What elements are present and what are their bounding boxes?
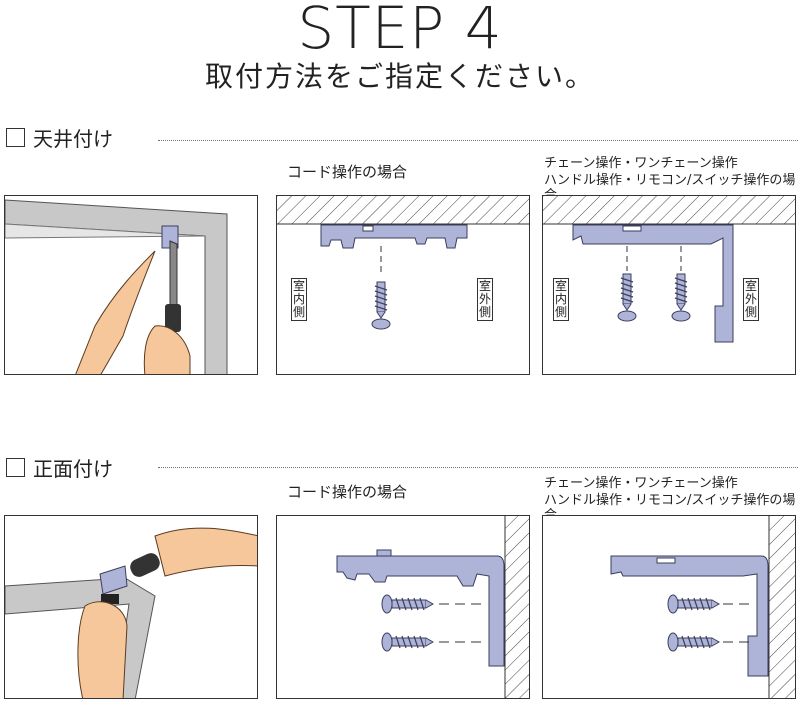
caption-cord-operation: コード操作の場合 [287,163,408,181]
caption-cord-operation: コード操作の場合 [287,483,408,501]
section-divider [158,467,798,468]
page-title: STEP 4 [297,0,503,62]
caption-chain-operation-line1: チェーン操作・ワンチェーン操作 [544,156,738,171]
front-cord-diagram [276,515,530,699]
outdoor-label: 室外側 [477,278,493,321]
ceiling-chain-diagram: 室内側 室外側 [542,195,796,375]
ceiling-cord-diagram: 室内側 室外側 [276,195,530,375]
ceiling-mount-checkbox[interactable] [6,128,25,147]
section-divider [158,140,798,141]
caption-chain-operation-line1: チェーン操作・ワンチェーン操作 [544,476,738,491]
front-mount-illustration [4,515,258,699]
option-front-mount[interactable]: 正面付け [6,453,113,482]
page-subtitle: 取付方法をご指定ください。 [204,60,595,93]
front-chain-diagram [542,515,796,699]
ceiling-mount-label: 天井付け [33,127,113,151]
ceiling-mount-illustration [4,195,258,375]
front-mount-label: 正面付け [33,457,113,481]
option-ceiling-mount[interactable]: 天井付け [6,123,113,152]
outdoor-label: 室外側 [743,278,759,321]
front-mount-checkbox[interactable] [6,458,25,477]
indoor-label: 室内側 [553,278,569,321]
indoor-label: 室内側 [291,278,307,321]
